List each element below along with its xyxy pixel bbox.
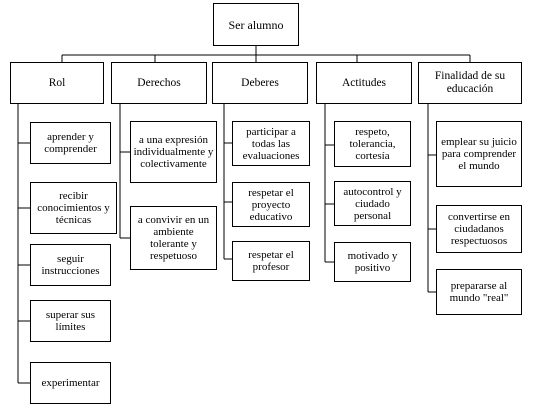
derechos-item: a una expresión individualmente y colect… (130, 121, 217, 183)
root-node: Ser alumno (213, 3, 299, 46)
actitudes-item: motivado y positivo (334, 242, 411, 282)
rol-item: experimentar (30, 362, 111, 404)
derechos-item: a convivir en un ambiente tolerante y re… (130, 206, 217, 270)
category-rol: Rol (10, 62, 104, 104)
rol-item: superar sus límites (30, 300, 111, 342)
rol-item: recibir conocimientos y técnicas (30, 182, 117, 234)
deberes-item: participar a todas las evaluaciones (232, 121, 310, 166)
actitudes-item: respeto, tolerancia, cortesía (334, 121, 411, 167)
finalidad-item: convertirse en ciudadanos respectuosos (436, 205, 522, 253)
rol-item: aprender y comprender (30, 122, 111, 164)
finalidad-item: emplear su juicio para comprender el mun… (436, 121, 522, 187)
actitudes-item: autocontrol y ciudado personal (334, 181, 411, 226)
finalidad-item: prepararse al mundo "real" (436, 269, 522, 315)
deberes-item: respetar el profesor (232, 241, 310, 281)
category-actitudes: Actitudes (316, 62, 412, 104)
category-deberes: Deberes (212, 62, 308, 104)
rol-item: seguir instrucciones (30, 244, 111, 286)
category-derechos: Derechos (111, 62, 207, 104)
deberes-item: respetar el proyecto educativo (232, 182, 310, 227)
category-finalidad: Finalidad de su educación (418, 62, 522, 104)
